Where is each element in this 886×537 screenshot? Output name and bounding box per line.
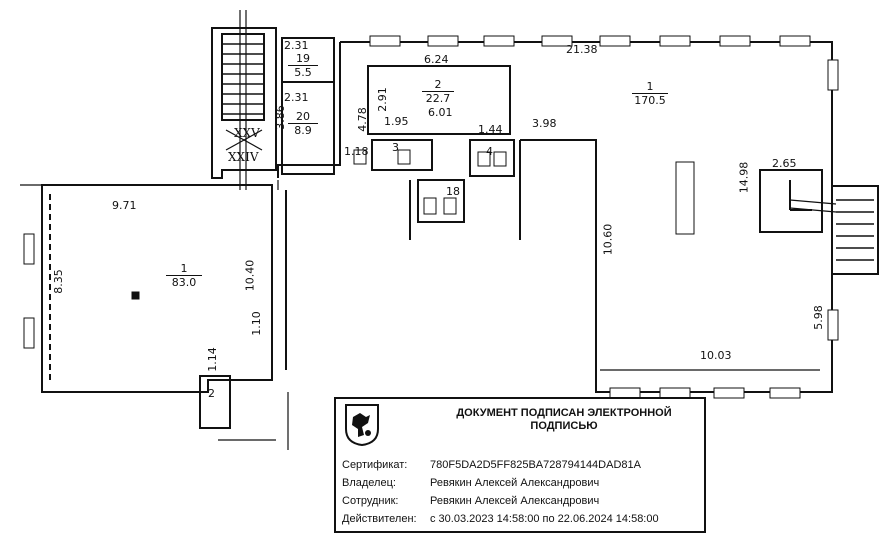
room-label-18: 18 <box>446 185 460 198</box>
wall-stair <box>211 27 277 179</box>
room-number: 19 <box>296 52 310 65</box>
room-area: 83.0 <box>166 275 202 289</box>
room-2-small <box>199 375 231 429</box>
dim-10-40: 10.40 <box>243 259 257 292</box>
exit-vestibule <box>759 169 823 233</box>
room-area: 22.7 <box>422 91 454 105</box>
dim-10-03: 10.03 <box>700 349 732 362</box>
stamp-key-owner: Владелец: <box>342 477 396 489</box>
dim-2-31-b: 2.31 <box>284 91 309 104</box>
dim-1-10: 1.10 <box>249 311 263 336</box>
dim-21-38: 21.38 <box>566 43 598 56</box>
room-18 <box>417 179 465 223</box>
dim-4-78: 4.78 <box>355 107 369 132</box>
dim-2-91: 2.91 <box>375 87 389 112</box>
room-4 <box>469 139 515 177</box>
dim-9-71: 9.71 <box>112 199 137 212</box>
dim-3-98: 3.98 <box>532 117 557 130</box>
moscow-emblem-icon <box>345 404 379 447</box>
dim-2-65: 2.65 <box>772 157 797 170</box>
stamp-title: ДОКУМЕНТ ПОДПИСАН ЭЛЕКТРОННОЙ ПОДПИСЬЮ <box>456 407 672 432</box>
dim-6-01: 6.01 <box>428 106 453 119</box>
dim-1-44: 1.44 <box>478 123 503 136</box>
room-label-1-main: 1 170.5 <box>632 80 668 107</box>
stamp-value-valid: с 30.03.2023 14:58:00 по 22.06.2024 14:5… <box>430 513 659 525</box>
dim-1-95: 1.95 <box>384 115 409 128</box>
room-19-20 <box>281 37 335 175</box>
dim-10-60: 10.60 <box>601 223 615 256</box>
room-label-3: 3 <box>392 141 399 154</box>
room-label-2: 2 22.7 <box>422 78 454 105</box>
dim-6-24: 6.24 <box>424 53 449 66</box>
right-stair <box>831 185 879 275</box>
wall-top-left <box>277 42 341 178</box>
room-number: 20 <box>296 110 310 123</box>
stamp-key-valid: Действителен: <box>342 513 417 525</box>
stair-box <box>221 33 265 121</box>
dim-5-98: 5.98 <box>811 305 825 330</box>
room-number: 1 <box>180 262 188 275</box>
room-label-1-left: 1 83.0 <box>166 262 202 289</box>
dim-8-35: 8.35 <box>51 269 65 294</box>
room-label-2-small: 2 <box>208 387 215 400</box>
room-area: 5.5 <box>288 65 318 79</box>
stamp-value-employee: Ревякин Алексей Александрович <box>430 495 600 507</box>
room-number: 1 <box>646 80 654 93</box>
room-area: 8.9 <box>288 123 318 137</box>
stamp-key-employee: Сотрудник: <box>342 495 399 507</box>
room-label-20: 20 8.9 <box>288 110 318 137</box>
dim-2-31-a: 2.31 <box>284 39 309 52</box>
room-3 <box>371 139 433 171</box>
wall-outer <box>340 41 833 393</box>
dim-14-98: 14.98 <box>737 161 751 194</box>
stamp-key-certificate: Сертификат: <box>342 459 408 471</box>
stamp-value-certificate: 780F5DA2D5FF825BA728794144DAD81A <box>430 459 641 471</box>
stair-label-xxiv: XXIV <box>228 150 259 164</box>
dim-1-18: 1.18 <box>344 145 369 158</box>
signature-stamp: ДОКУМЕНТ ПОДПИСАН ЭЛЕКТРОННОЙ ПОДПИСЬЮ С… <box>334 397 706 533</box>
wall-left-block <box>41 184 273 393</box>
room-2 <box>367 65 511 135</box>
stair-label-xxv: XXV <box>234 126 260 140</box>
dim-3-86: 3.86 <box>273 105 287 130</box>
room-label-19: 19 5.5 <box>288 52 318 79</box>
room-label-4: 4 <box>486 145 493 158</box>
room-area: 170.5 <box>632 93 668 107</box>
stamp-value-owner: Ревякин Алексей Александрович <box>430 477 600 489</box>
dim-1-14: 1.14 <box>205 347 219 372</box>
room-number: 2 <box>434 78 442 91</box>
